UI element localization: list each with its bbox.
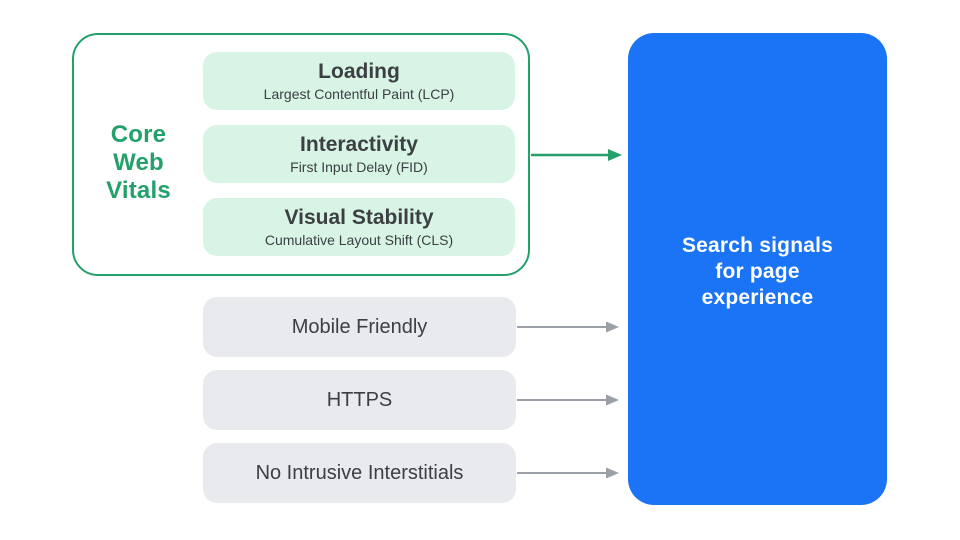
metric-subtitle: Cumulative Layout Shift (CLS): [264, 232, 454, 248]
metric-card-interactivity: Interactivity First Input Delay (FID): [203, 125, 515, 183]
signal-card-no-intrusive-interstitials: No Intrusive Interstitials: [203, 443, 516, 503]
core-web-vitals-label-line: Vitals: [106, 177, 171, 204]
signal-label: HTTPS: [326, 388, 393, 411]
metric-title: Visual Stability: [284, 206, 434, 229]
metric-subtitle: Largest Contentful Paint (LCP): [263, 86, 455, 102]
metric-title: Interactivity: [300, 133, 418, 156]
signal-label: No Intrusive Interstitials: [255, 461, 464, 484]
core-web-vitals-label-line: Web: [113, 149, 164, 176]
metric-card-visual-stability: Visual Stability Cumulative Layout Shift…: [203, 198, 515, 256]
metric-subtitle: First Input Delay (FID): [290, 159, 428, 175]
search-signals-text-line: for page: [715, 260, 800, 283]
search-signals-panel: Search signals for page experience: [628, 33, 887, 505]
search-signals-text: Search signals for page experience: [682, 233, 833, 311]
metric-title: Loading: [318, 60, 400, 83]
search-signals-text-line: experience: [701, 286, 814, 309]
metric-card-loading: Loading Largest Contentful Paint (LCP): [203, 52, 515, 110]
signal-label: Mobile Friendly: [291, 315, 428, 338]
signal-card-https: HTTPS: [203, 370, 516, 430]
core-web-vitals-label-line: Core: [110, 121, 167, 148]
signal-card-mobile-friendly: Mobile Friendly: [203, 297, 516, 357]
core-web-vitals-label: Core Web Vitals: [74, 121, 203, 205]
search-signals-text-line: Search signals: [681, 234, 834, 257]
core-web-vitals-group: Core Web Vitals Loading Largest Contentf…: [72, 33, 530, 276]
